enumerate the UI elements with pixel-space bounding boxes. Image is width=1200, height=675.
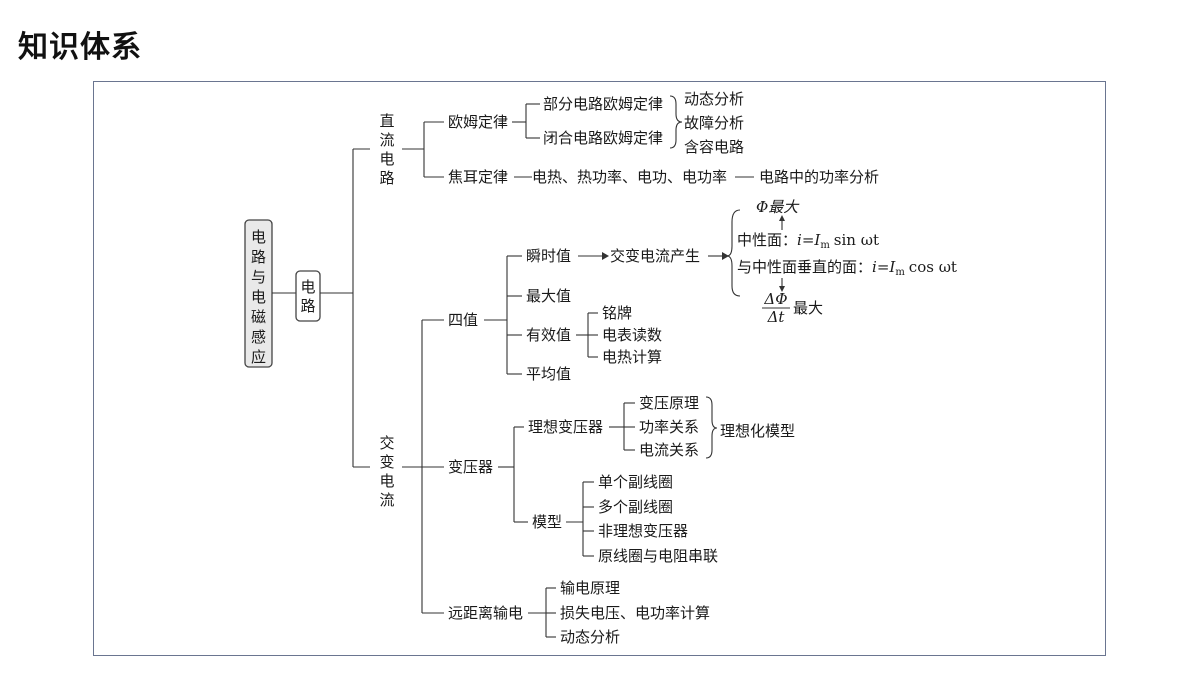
root-char: 磁 (251, 308, 266, 326)
current-relation: 电流关系 (639, 441, 699, 459)
loss-calculation: 损失电压、电功率计算 (560, 604, 710, 622)
fraction-max: 最大 (793, 299, 823, 317)
neutral-plane-label: 中性面： (737, 231, 797, 249)
ac-current-label: 交 变 电 流 (379, 434, 394, 509)
single-secondary-coil: 单个副线圈 (598, 473, 673, 491)
meter-reading: 电表读数 (602, 326, 662, 344)
ideal-transformer: 理想变压器 (528, 418, 603, 436)
joule-items: 电热、热功率、电功、电功率 (532, 168, 727, 186)
transformer-model: 模型 (532, 513, 562, 531)
average-value: 平均值 (526, 365, 571, 383)
dc-char: 直 (379, 112, 394, 130)
ohm-law: 欧姆定律 (448, 113, 508, 131)
circuit-char: 电 (300, 278, 315, 296)
transformer: 变压器 (448, 458, 493, 476)
dynamic-analysis: 动态分析 (684, 90, 744, 108)
arrow-head (779, 286, 785, 292)
perpendicular-formula-tail: cos ωt (909, 258, 957, 276)
root-char: 应 (251, 348, 266, 366)
instantaneous-value: 瞬时值 (526, 247, 571, 265)
neutral-subscript: m (820, 240, 830, 251)
transmission-dynamic-analysis: 动态分析 (560, 628, 620, 646)
non-ideal-transformer: 非理想变压器 (598, 522, 688, 540)
root-char: 路 (251, 248, 266, 266)
closed-ohm-law: 闭合电路欧姆定律 (543, 129, 663, 147)
capacitor-circuit: 含容电路 (684, 138, 744, 156)
perpendicular-formula: i=I (872, 258, 896, 276)
ac-char: 电 (379, 472, 394, 490)
fault-analysis: 故障分析 (684, 114, 744, 132)
diagram-frame: 电 路 与 电 磁 感 应 电 路 直 流 电 路 欧姆定律 部分电路欧姆定律 … (93, 81, 1106, 656)
power-analysis: 电路中的功率分析 (759, 168, 879, 186)
ac-generation: 交变电流产生 (610, 247, 700, 265)
ac-char: 交 (379, 434, 394, 452)
arrow-head (722, 252, 729, 260)
perpendicular-plane-label: 与中性面垂直的面： (737, 258, 872, 276)
curly-brace (705, 396, 718, 459)
perpendicular-subscript: m (895, 267, 905, 278)
partial-ohm-law: 部分电路欧姆定律 (543, 95, 663, 113)
root-node: 电 路 与 电 磁 感 应 (244, 219, 273, 368)
voltage-principle: 变压原理 (639, 394, 699, 412)
four-values: 四值 (448, 311, 478, 329)
primary-coil-series-resistor: 原线圈与电阻串联 (598, 547, 718, 565)
page-title: 知识体系 (18, 30, 142, 65)
neutral-formula: i=I (797, 231, 821, 249)
perpendicular-plane: 与中性面垂直的面：i=Im cos ωt (737, 258, 957, 278)
curly-brace (726, 209, 741, 297)
fraction-numerator: ΔΦ (763, 290, 787, 308)
flux-change-rate: ΔΦ Δt 最大 (762, 290, 823, 326)
nameplate: 铭牌 (602, 304, 632, 322)
fraction-denominator: Δt (767, 308, 786, 326)
circuit-char: 路 (300, 297, 315, 315)
ac-char: 变 (379, 453, 394, 471)
curly-brace (669, 95, 683, 149)
heat-calculation: 电热计算 (602, 348, 662, 366)
root-char: 与 (251, 268, 266, 286)
circuit-node: 电 路 (295, 270, 321, 322)
dc-char: 路 (379, 169, 394, 187)
arrow-head (779, 215, 785, 221)
idealized-model: 理想化模型 (720, 422, 795, 440)
root-char: 电 (251, 228, 266, 246)
ac-char: 流 (379, 491, 394, 509)
root-char: 感 (251, 328, 266, 346)
dc-circuit-label: 直 流 电 路 (379, 112, 394, 187)
neutral-plane: 中性面：i=Im sin ωt (737, 231, 879, 251)
knowledge-tree: 电 路 与 电 磁 感 应 电 路 直 流 电 路 欧姆定律 部分电路欧姆定律 … (244, 90, 957, 646)
power-relation: 功率关系 (639, 418, 699, 436)
dc-char: 流 (379, 131, 394, 149)
effective-value: 有效值 (526, 326, 571, 344)
joule-law: 焦耳定律 (448, 168, 508, 186)
neutral-formula-tail: sin ωt (834, 231, 879, 249)
arrow-head (602, 252, 609, 260)
root-char: 电 (251, 288, 266, 306)
long-distance-transmission: 远距离输电 (448, 604, 523, 622)
phi-max: Φ最大 (756, 198, 800, 216)
dc-char: 电 (379, 150, 394, 168)
multiple-secondary-coils: 多个副线圈 (598, 498, 673, 516)
transmission-principle: 输电原理 (560, 579, 620, 597)
max-value: 最大值 (526, 287, 571, 305)
